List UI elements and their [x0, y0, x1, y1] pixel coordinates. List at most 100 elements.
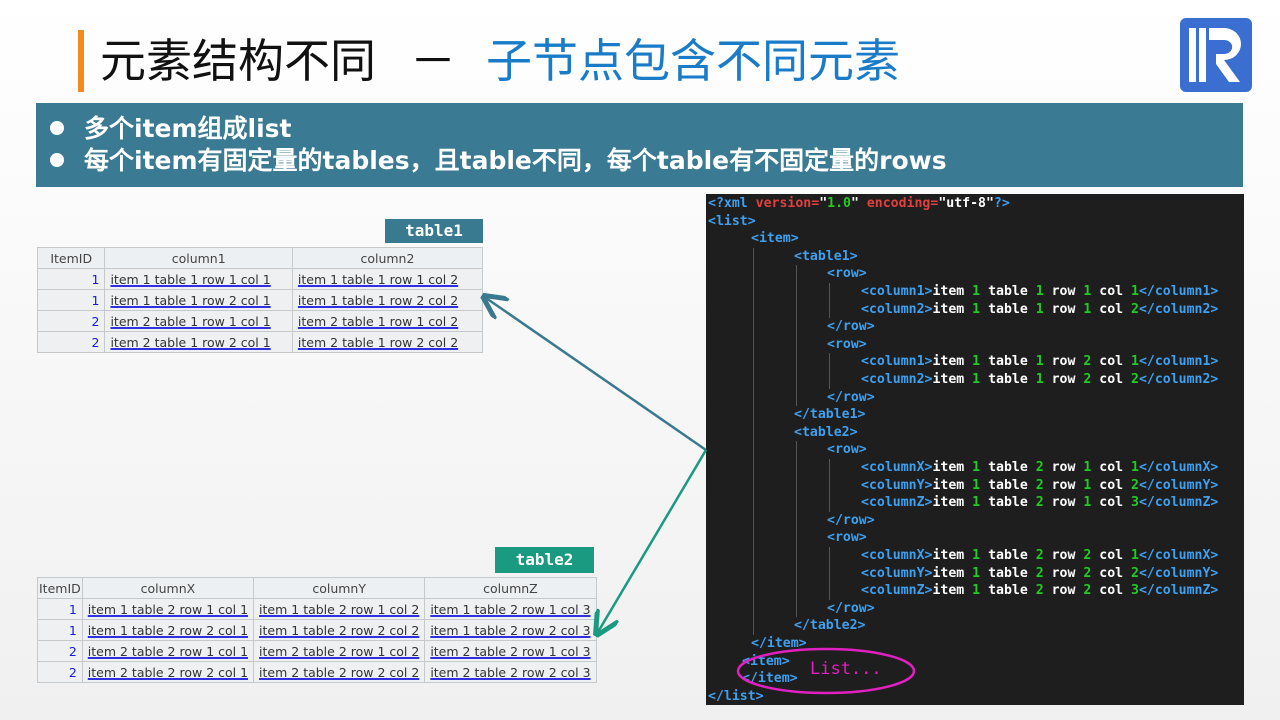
indent-guide: [796, 300, 797, 319]
cell-link[interactable]: item 1 table 2 row 1 col 2: [259, 601, 420, 617]
indent-guide: [753, 564, 754, 583]
column-header[interactable]: columnY: [253, 577, 426, 599]
link-cell: item 1 table 1 row 2 col 2: [291, 289, 484, 311]
indent-guide: [829, 283, 830, 301]
indent-guide: [753, 247, 754, 266]
indent-guide: [796, 494, 797, 512]
link-cell: item 1 table 2 row 1 col 1: [81, 598, 255, 620]
indent-guide: [796, 564, 797, 583]
indent-guide: [796, 441, 797, 459]
cell-link[interactable]: item 2 table 2 row 1 col 3: [430, 643, 591, 659]
indent-guide: [753, 265, 754, 283]
indent-guide: [829, 476, 830, 495]
indent-guide: [796, 511, 797, 530]
indent-guide: [753, 300, 754, 319]
cell-link[interactable]: item 1 table 2 row 1 col 3: [430, 601, 591, 617]
indent-guide: [829, 547, 830, 565]
indent-guide: [796, 599, 797, 618]
link-cell: item 2 table 2 row 2 col 3: [424, 661, 597, 683]
code-line: <column1>item 1 table 1 row 2 col 1</col…: [861, 354, 1219, 370]
indent-guide: [753, 599, 754, 618]
code-line: <columnZ>item 1 table 2 row 1 col 3</col…: [861, 495, 1219, 511]
indent-guide: [829, 459, 830, 477]
code-line: <row>: [827, 266, 867, 282]
cell-link[interactable]: item 1 table 1 row 2 col 2: [297, 292, 459, 308]
arrow-to-table2: [598, 449, 708, 632]
code-line: </row>: [827, 389, 875, 405]
code-line: <columnY>item 1 table 2 row 1 col 2</col…: [861, 477, 1219, 493]
indent-guide: [829, 582, 830, 600]
cell-link[interactable]: item 2 table 2 row 2 col 3: [430, 664, 591, 680]
cell-link[interactable]: item 2 table 1 row 1 col 2: [297, 313, 459, 329]
code-line: </table2>: [794, 618, 866, 634]
code-line: </row>: [827, 319, 875, 335]
column-header[interactable]: ItemID: [36, 247, 106, 269]
code-line: <columnY>item 1 table 2 row 2 col 2</col…: [861, 565, 1219, 581]
indent-guide: [753, 494, 754, 512]
title-main: 元素结构不同: [100, 34, 376, 88]
bullet-2: 每个item有固定量的tables，且table不同，每个table有不固定量的…: [50, 145, 947, 177]
cell-link[interactable]: item 2 table 2 row 1 col 1: [87, 643, 249, 659]
code-line: <row>: [827, 530, 867, 546]
indent-guide: [796, 476, 797, 495]
code-line: <?xml version="1.0" encoding="utf-8"?>: [708, 196, 1010, 211]
code-line: <table2>: [794, 424, 858, 440]
page-title: 元素结构不同－子节点包含不同元素: [100, 26, 900, 96]
indent-guide: [796, 371, 797, 389]
xml-code-panel: <?xml version="1.0" encoding="utf-8"?> <l…: [706, 194, 1244, 705]
cell-link[interactable]: item 2 table 1 row 2 col 2: [297, 334, 459, 350]
indent-guide: [753, 406, 754, 424]
column-header[interactable]: columnZ: [424, 577, 597, 599]
cell-link[interactable]: item 2 table 2 row 2 col 1: [87, 664, 249, 680]
code-line: <column2>item 1 table 1 row 1 col 2</col…: [861, 301, 1219, 317]
list-highlight-ellipse: [736, 647, 916, 695]
cell-link[interactable]: item 1 table 1 row 1 col 1: [110, 271, 271, 287]
table2-label: table2: [495, 547, 594, 573]
cell-link[interactable]: item 1 table 1 row 1 col 2: [297, 271, 459, 287]
indent-guide: [796, 335, 797, 354]
cell-link[interactable]: item 2 table 1 row 1 col 1: [110, 313, 271, 329]
title-dash: －: [410, 34, 456, 88]
code-line: <columnZ>item 1 table 2 row 2 col 3</col…: [861, 583, 1219, 599]
cell-link[interactable]: item 1 table 1 row 2 col 1: [110, 292, 271, 308]
code-line: </item>: [751, 636, 807, 651]
indent-guide: [829, 353, 830, 371]
cell-link[interactable]: item 1 table 2 row 2 col 2: [259, 622, 420, 638]
code-line: <table1>: [794, 248, 858, 264]
cell-link[interactable]: item 2 table 2 row 1 col 2: [259, 643, 420, 659]
code-line: </item>: [742, 671, 798, 687]
cell-link[interactable]: item 1 table 2 row 2 col 1: [87, 622, 249, 638]
link-cell: item 2 table 2 row 1 col 1: [81, 640, 255, 662]
cell-link[interactable]: item 1 table 2 row 2 col 3: [430, 622, 591, 638]
indent-guide: [796, 318, 797, 336]
indent-guide: [753, 388, 754, 407]
item-id-cell: 2: [36, 331, 106, 353]
logo-icon: [1180, 18, 1252, 92]
cell-link[interactable]: item 2 table 2 row 2 col 2: [259, 664, 420, 680]
indent-guide: [753, 371, 754, 389]
code-line: <list>: [708, 213, 756, 229]
table1-label: table1: [385, 219, 483, 243]
code-line: <column2>item 1 table 1 row 2 col 2</col…: [861, 372, 1219, 387]
indent-guide: [753, 511, 754, 530]
code-line: <column1>item 1 table 1 row 1 col 1</col…: [861, 284, 1219, 299]
link-cell: item 1 table 1 row 1 col 2: [291, 268, 484, 290]
cell-link[interactable]: item 2 table 1 row 2 col 1: [110, 334, 271, 350]
bullet-1: 多个item组成list: [50, 113, 292, 145]
indent-guide: [753, 582, 754, 600]
list-note: List...: [810, 659, 882, 679]
link-cell: item 2 table 1 row 2 col 1: [104, 331, 293, 353]
column-header[interactable]: column2: [291, 247, 484, 269]
item-id-cell: 1: [36, 289, 106, 311]
arrow-to-table1: [486, 298, 707, 452]
indent-guide: [796, 388, 797, 407]
cell-link[interactable]: item 1 table 2 row 1 col 1: [87, 601, 249, 617]
indent-guide: [796, 283, 797, 301]
